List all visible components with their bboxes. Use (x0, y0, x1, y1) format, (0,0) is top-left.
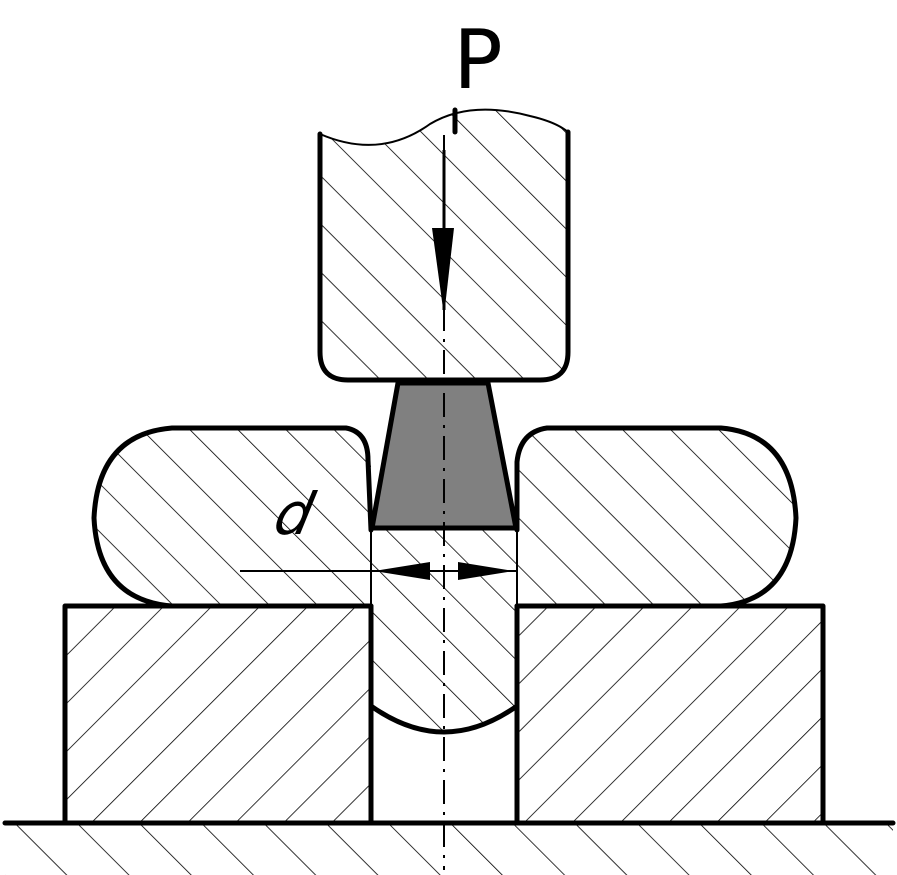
right-workpiece (514, 425, 799, 609)
left-workpiece (91, 425, 374, 609)
diameter-dimension (240, 530, 518, 610)
left-die-block (62, 603, 374, 825)
right-die-block (514, 603, 826, 825)
force-arrow (432, 107, 458, 316)
force-label: P (453, 13, 502, 108)
ground (2, 820, 896, 875)
